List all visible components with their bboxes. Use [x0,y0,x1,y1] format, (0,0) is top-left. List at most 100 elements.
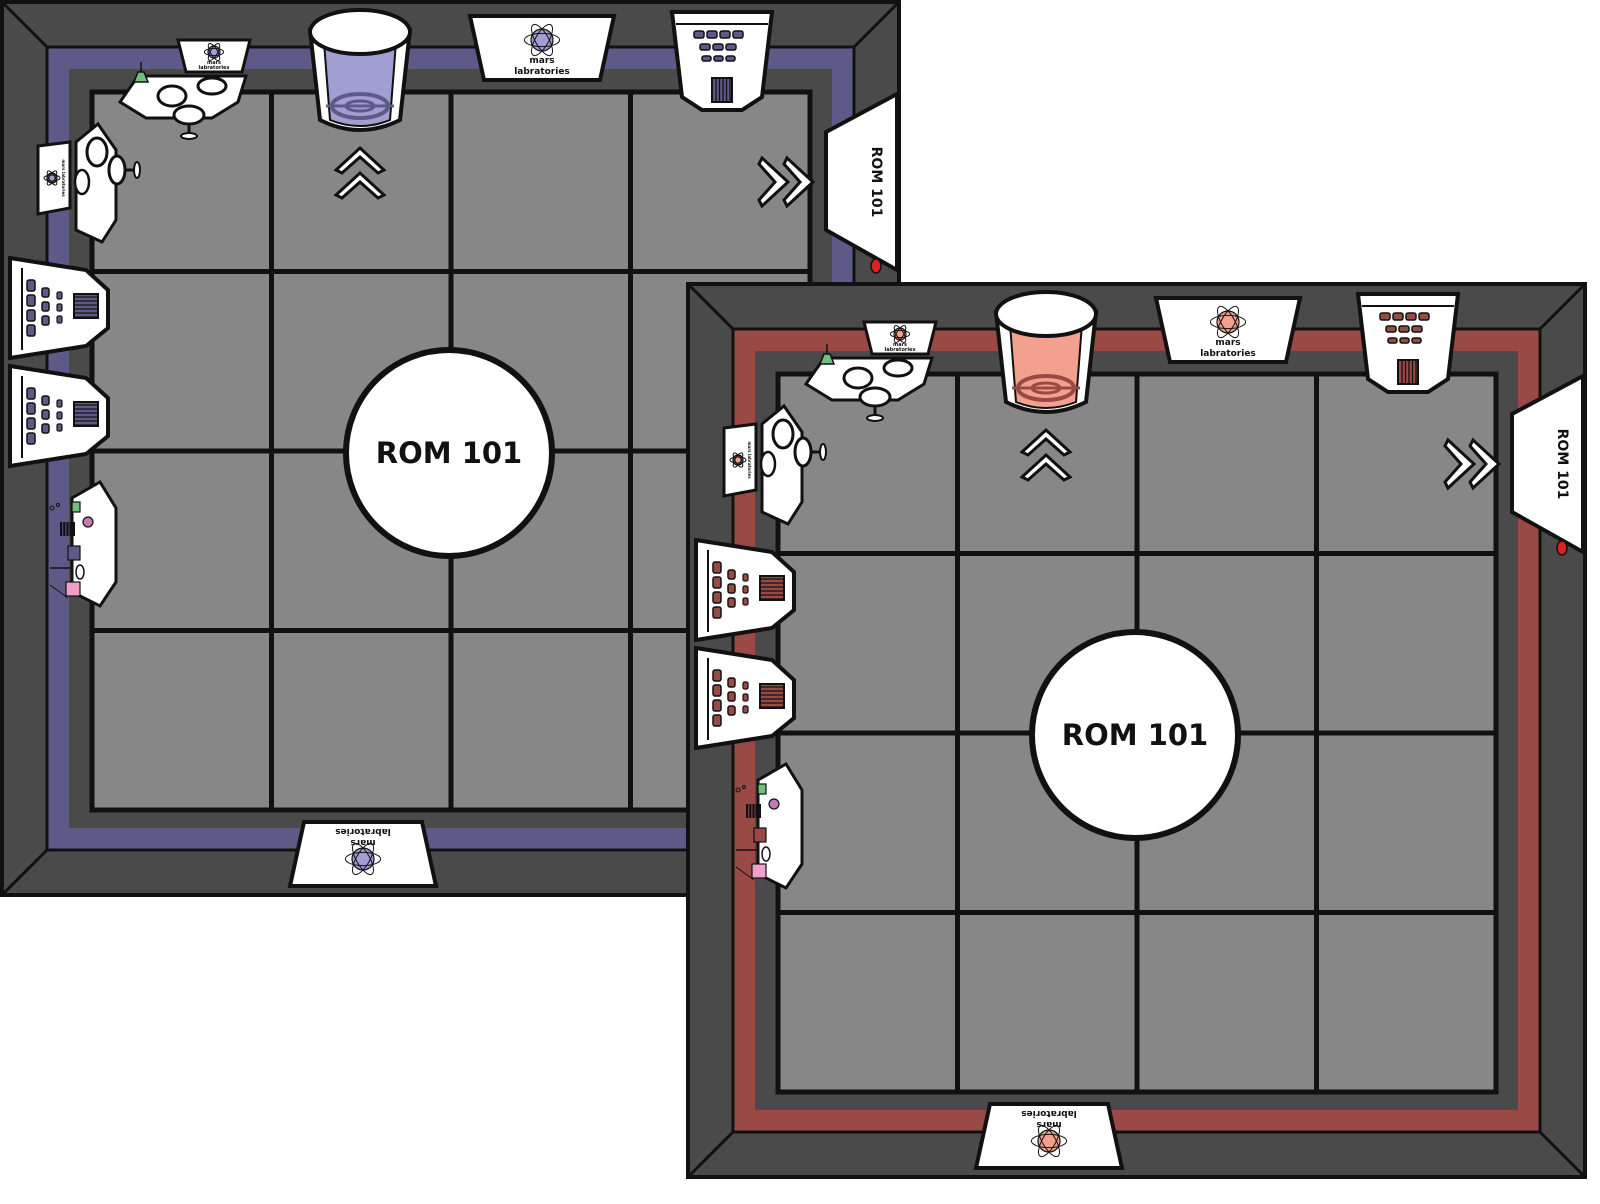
room-label-circle[interactable] [343,347,555,559]
console-button [41,287,50,298]
door-button-icon[interactable] [870,258,882,274]
rack-button [712,43,724,51]
floor-tile[interactable] [1134,371,1319,556]
rack-button [1387,337,1398,344]
flask-icon [818,353,836,365]
chevron-up-icon [333,170,387,200]
floor-tile[interactable] [1314,551,1499,736]
room-red: ROM 101marslabratoriesmarslabratoriesROM… [686,282,1587,1179]
atom-orbit [889,329,911,339]
chair-icon[interactable] [107,154,127,186]
wall-bevel [852,0,901,49]
console-button [41,301,50,312]
console-button [56,423,63,432]
console-vent [73,401,99,427]
chevron-up-icon [1019,452,1073,482]
chevron-right-icon [782,155,816,209]
wall-sign-line1: mars [529,56,554,66]
console-button [742,597,749,606]
floor-tile[interactable] [775,730,960,915]
atom-orbit [46,170,58,186]
chair-icon[interactable] [156,84,188,108]
wall-bevel [0,0,49,49]
double-chevron-up-icon[interactable] [1019,427,1073,482]
atom-logo-icon [1030,1124,1068,1158]
beaker-icon [753,827,767,843]
chair-base [133,161,141,179]
atom-orbit [43,174,61,182]
atom-orbit [352,842,374,876]
floor-tile[interactable] [269,628,454,813]
test-tube-rack [69,522,72,536]
floor-tile[interactable] [1314,730,1499,915]
console-button [742,573,749,582]
room-label-circle[interactable] [1029,629,1241,841]
rack-button [706,30,718,39]
chair-icon[interactable] [85,136,109,168]
wall-bevel [686,1130,735,1179]
beaker-icon [71,501,81,513]
floor-tile[interactable] [775,551,960,736]
double-chevron-up-icon[interactable] [333,145,387,200]
door[interactable] [824,90,899,274]
wall-bevel [686,282,735,331]
console-button [26,402,36,415]
rack-vent [1397,359,1419,385]
console-button [712,684,722,697]
chair-icon[interactable] [858,386,892,408]
double-chevron-right-icon[interactable] [757,155,816,209]
room-label-text: ROM 101 [376,436,522,470]
floor-sign-line2: labratories [1021,1108,1077,1118]
rack-button [1392,312,1404,321]
chair-icon[interactable] [172,104,206,126]
console-button [742,681,749,690]
test-tube-rack [755,804,758,818]
rack-button [1385,325,1397,333]
rack-button [732,30,744,39]
side-sign-text: mars labratories [61,159,66,197]
door[interactable] [1510,372,1585,556]
door-sign-text: ROM 101 [868,147,884,218]
console-button [56,315,63,324]
console-vent [759,575,785,601]
rack-button [1418,312,1430,321]
floor-tile[interactable] [448,89,633,274]
atom-orbit [207,42,221,62]
floor-tile[interactable] [89,448,274,633]
atom-orbit [1209,314,1247,330]
rack-button [725,55,736,62]
atom-logo-icon [1209,305,1247,339]
desk-sign-line2: labratories [885,347,916,353]
console-button [26,417,36,430]
room-label-text: ROM 101 [1062,718,1208,752]
console-button [712,591,722,604]
desk-monitor [759,450,777,478]
console-button [727,597,736,608]
test-tube-rack [746,804,749,818]
chevron-right-icon [1443,437,1477,491]
floor-tile[interactable] [955,910,1140,1095]
console-button [56,411,63,420]
floor-tile[interactable] [1134,910,1319,1095]
floor-tile[interactable] [89,628,274,813]
floor-tile[interactable] [89,269,274,454]
chair-icon[interactable] [842,366,874,390]
teleporter-top [308,8,412,56]
double-chevron-right-icon[interactable] [1443,437,1502,491]
door-button-icon[interactable] [1556,540,1568,556]
rack-button [693,30,705,39]
atom-orbit [523,32,561,48]
chair-icon[interactable] [771,418,795,450]
bench-tool [49,584,69,599]
atom-orbit [344,851,382,867]
floor-tile[interactable] [448,628,633,813]
test-tube-rack [72,522,75,536]
floor-tile[interactable] [775,910,960,1095]
test-tube-rack [60,522,63,536]
console-vent [759,683,785,709]
chair-icon[interactable] [793,436,813,468]
console-button [712,699,722,712]
floor-tile[interactable] [1314,910,1499,1095]
atom-orbit [207,42,221,62]
